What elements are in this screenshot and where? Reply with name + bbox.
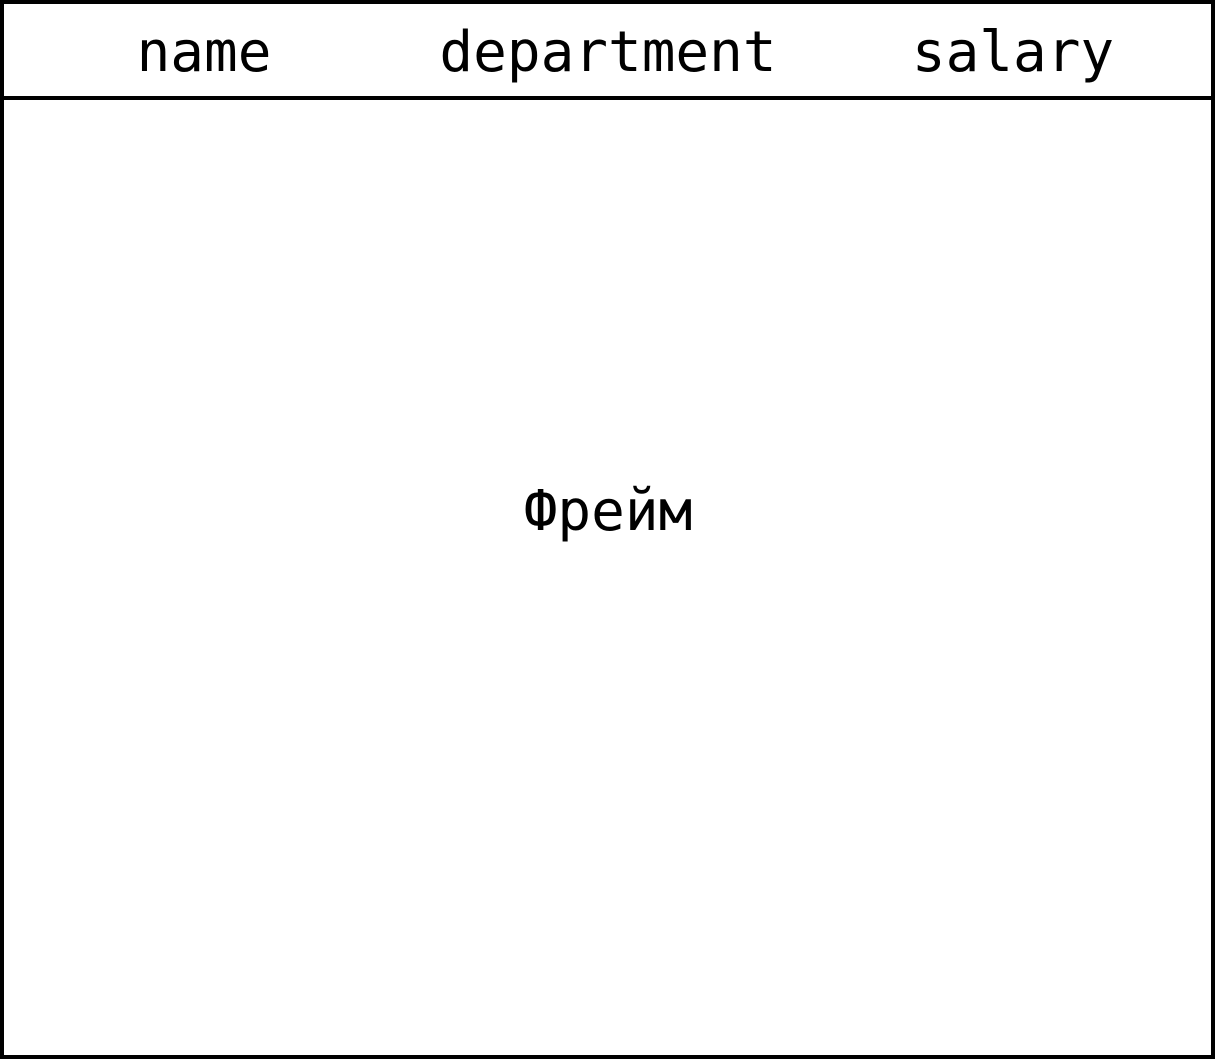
column-header-row: name department salary: [4, 4, 1211, 100]
column-header-salary[interactable]: salary: [911, 20, 1115, 85]
frame-body: Фрейм: [4, 100, 1211, 1055]
frame-label: Фрейм: [523, 479, 693, 544]
column-header-department[interactable]: department: [439, 20, 777, 85]
column-header-name[interactable]: name: [136, 20, 272, 85]
